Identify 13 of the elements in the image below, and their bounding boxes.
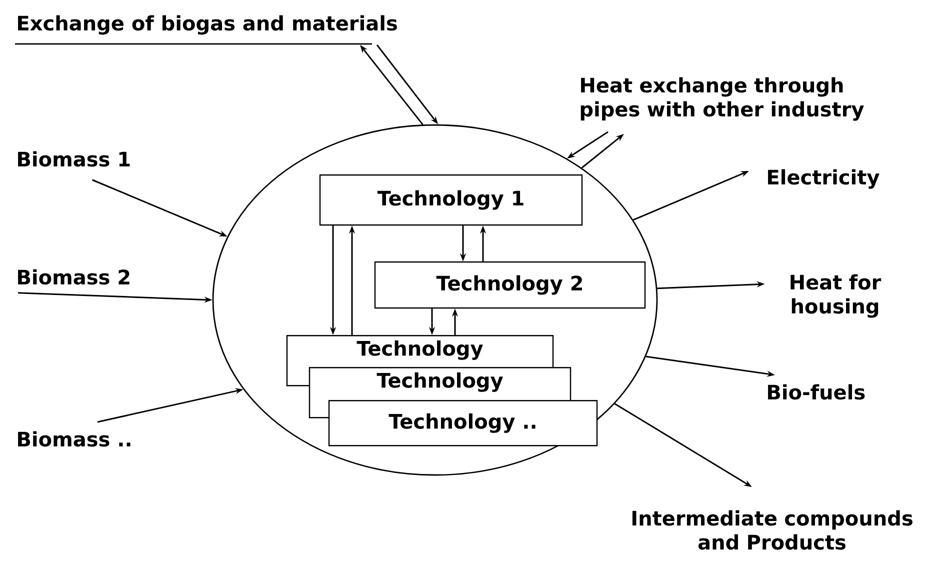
flow-label: Bio-fuels <box>768 384 865 400</box>
technology-box: Technology .. <box>328 400 598 446</box>
flow-label: Heat exchange through pipes with other industry <box>580 77 864 121</box>
flow-label: Biomass 1 <box>18 151 130 167</box>
technology-box: Technology 1 <box>319 174 583 226</box>
system-ellipse <box>212 124 658 476</box>
technology-box: Technology 2 <box>374 261 646 309</box>
flow-label: Electricity <box>768 169 880 189</box>
flow-label: Biomass 2 <box>18 269 130 285</box>
flow-label: Heat for housing <box>790 274 882 318</box>
flow-label: Biomass .. <box>18 431 130 447</box>
flow-label: Intermediate compounds and Products <box>632 510 912 550</box>
flow-label: Exchange of biogas and materials <box>18 15 397 35</box>
